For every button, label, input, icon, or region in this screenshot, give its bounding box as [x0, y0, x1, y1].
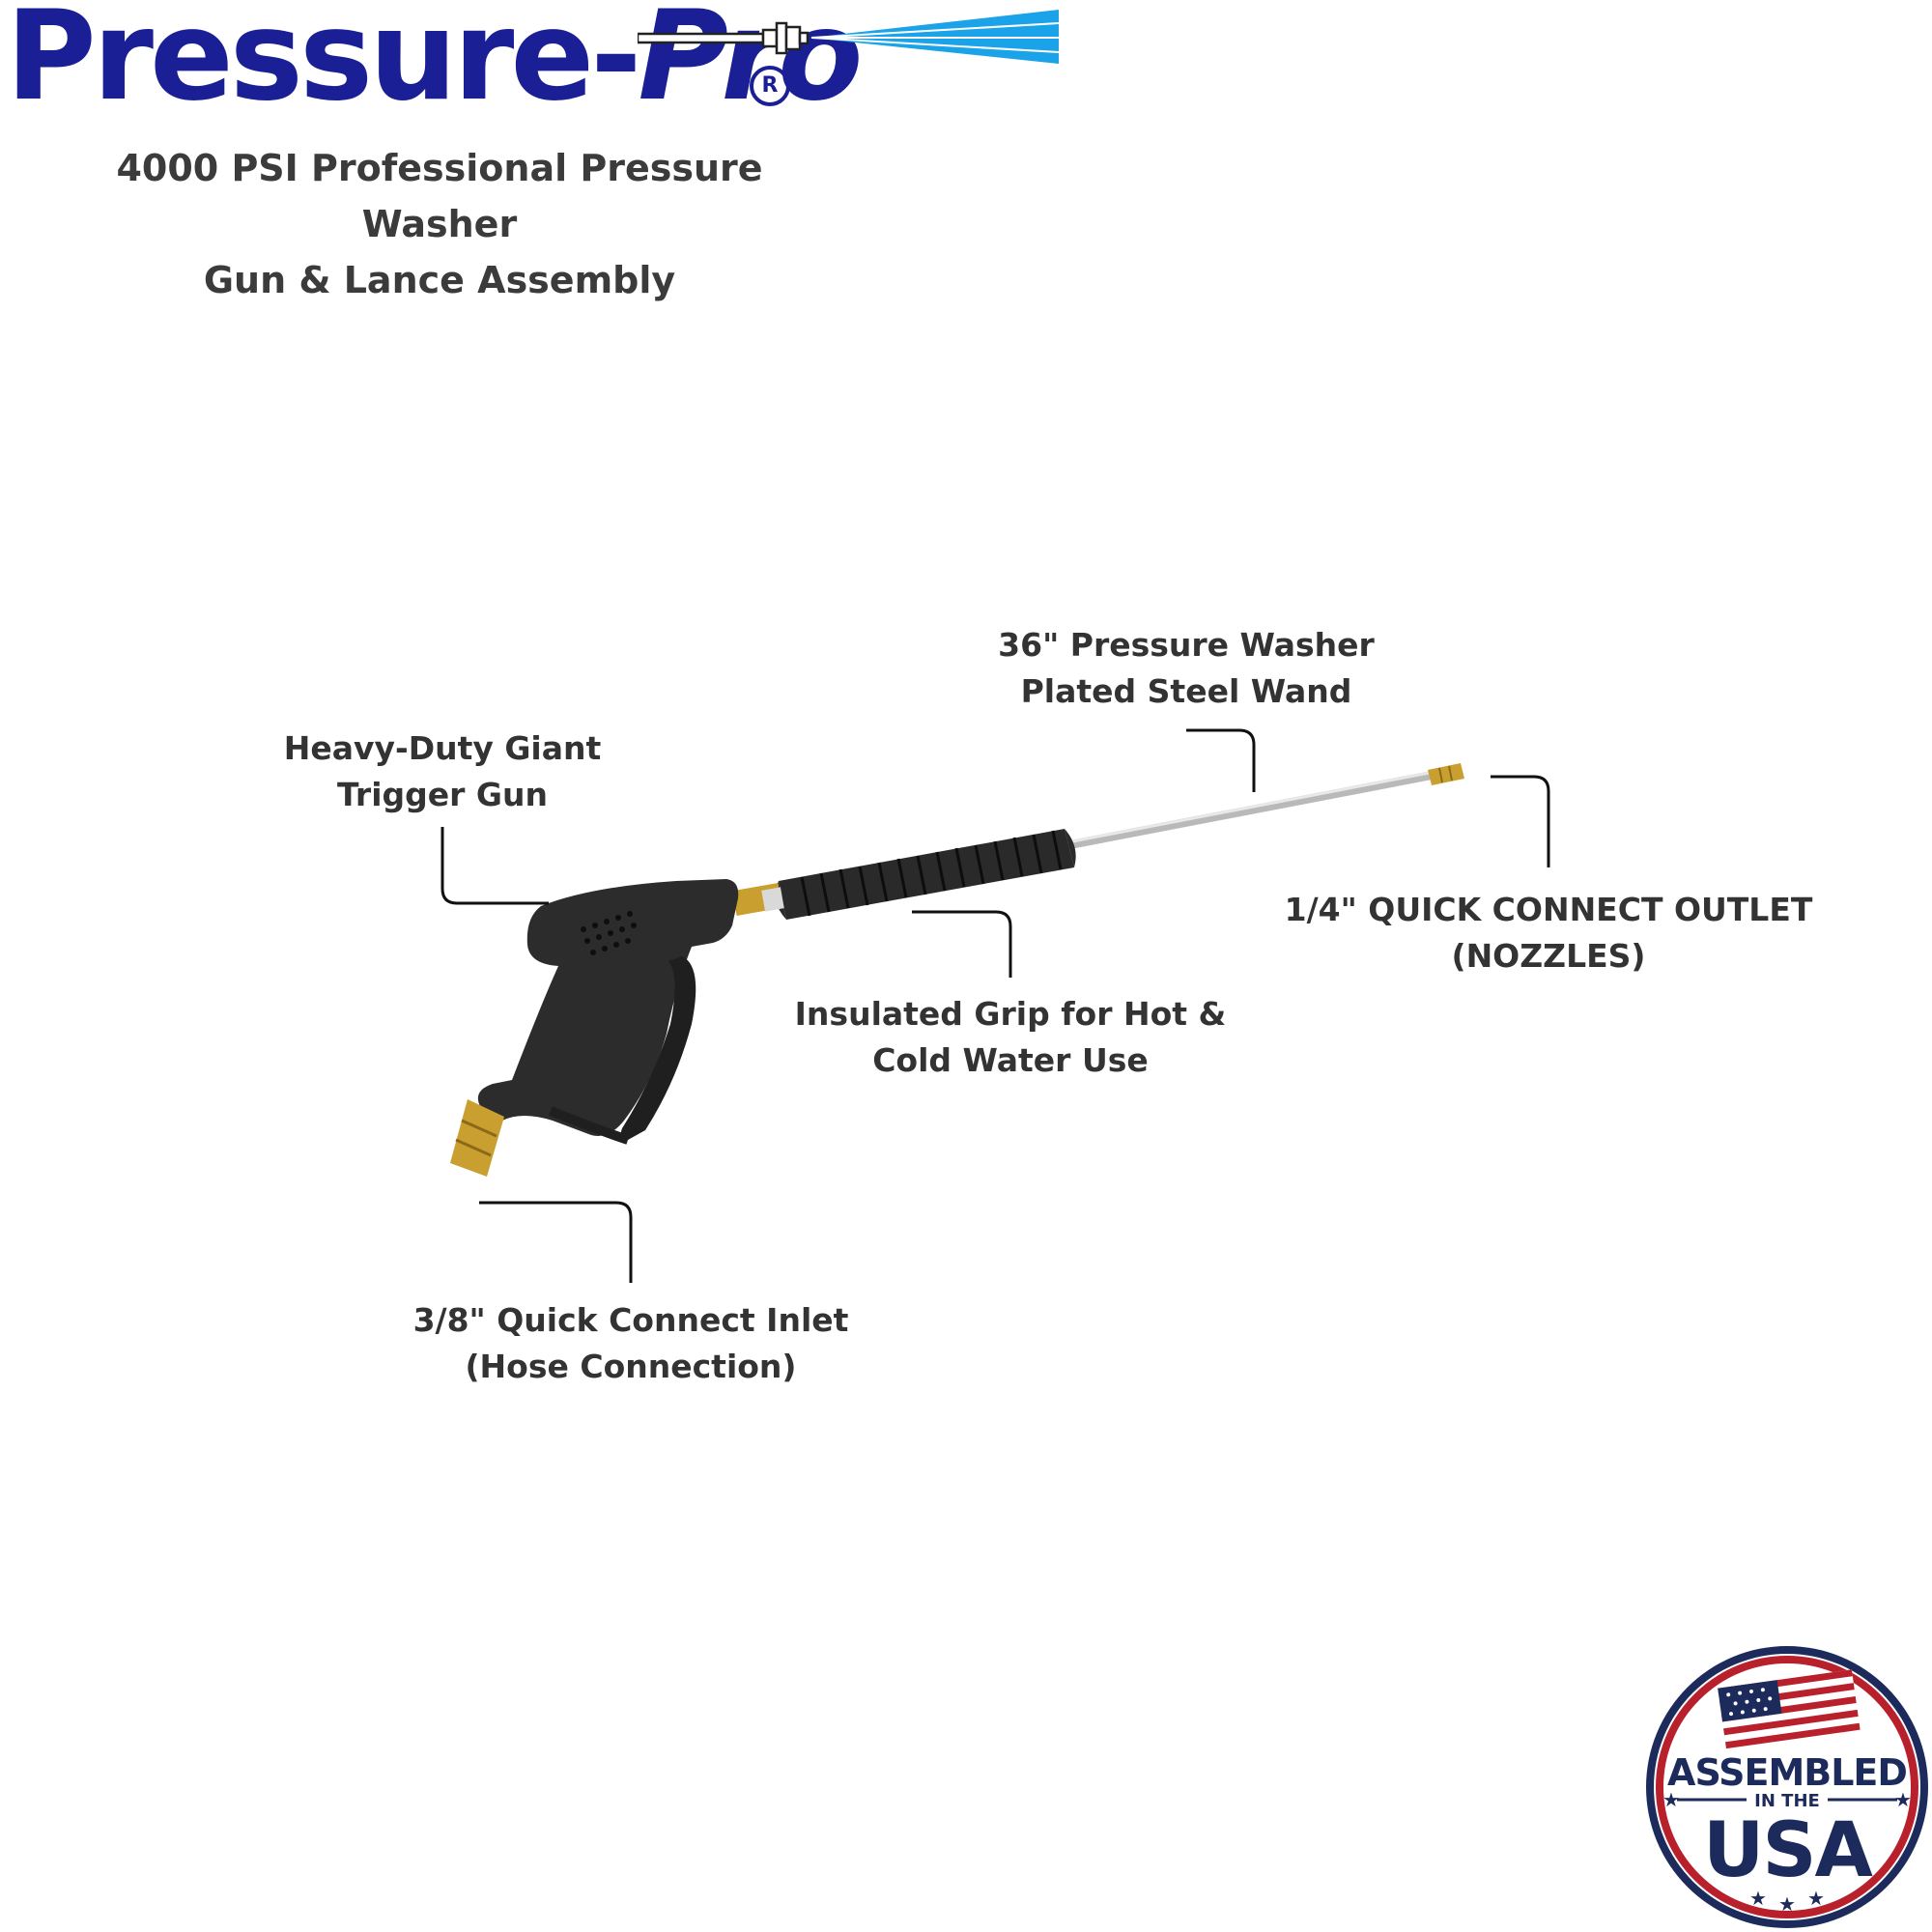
svg-text:★: ★: [1778, 1892, 1796, 1916]
inlet-callout-line1: 3/8" Quick Connect Inlet: [412, 1301, 849, 1339]
product-title: 4000 PSI Professional Pressure Washer Gu…: [39, 140, 840, 308]
svg-text:★: ★: [1662, 1788, 1680, 1811]
wand-callout-line2: Plated Steel Wand: [1020, 672, 1352, 710]
brand-logo-text: Pressure-Pro: [6, 0, 863, 131]
assembled-in-usa-badge: ASSEMBLED IN THE USA ★ ★ ★ ★ ★: [1646, 1646, 1928, 1928]
wand-callout-line: [1186, 728, 1256, 792]
trigger-callout-line2: Trigger Gun: [337, 776, 548, 813]
inlet-callout-line: [479, 1201, 633, 1283]
grip-callout-line: [912, 910, 1012, 978]
svg-text:★: ★: [1807, 1887, 1825, 1910]
product-title-line1: 4000 PSI Professional Pressure Washer: [116, 147, 763, 245]
trigger-callout-line1: Heavy-Duty Giant: [283, 729, 602, 767]
svg-text:★: ★: [1894, 1788, 1912, 1811]
wand-callout-line1: 36" Pressure Washer: [998, 626, 1375, 664]
outlet-callout-line2: (NOZZLES): [1451, 937, 1646, 975]
outlet-quick-connect-icon: [1428, 763, 1464, 785]
brand-name-part2: Pro: [638, 0, 863, 128]
badge-text-usa: USA: [1703, 1807, 1873, 1894]
inlet-callout-line2: (Hose Connection): [465, 1348, 797, 1385]
outlet-callout-label: 1/4" QUICK CONNECT OUTLET (NOZZLES): [1273, 887, 1824, 980]
logo-wand-spray-icon: [638, 10, 1060, 64]
svg-text:★: ★: [1749, 1887, 1767, 1910]
steel-wand: [1058, 768, 1449, 851]
badge-text-in-the: IN THE: [1754, 1791, 1820, 1811]
brand-name-part1: Pressure-: [6, 0, 641, 128]
trigger-callout-line: [440, 827, 549, 905]
wand-callout-label: 36" Pressure Washer Plated Steel Wand: [983, 622, 1389, 715]
gun-connector: [732, 883, 784, 916]
outlet-callout-line: [1491, 775, 1550, 867]
inlet-callout-label: 3/8" Quick Connect Inlet (Hose Connectio…: [389, 1297, 872, 1390]
badge-stars-icon: ★ ★ ★ ★ ★: [1662, 1788, 1912, 1916]
trigger-callout-label: Heavy-Duty Giant Trigger Gun: [249, 725, 636, 818]
outlet-callout-line1: 1/4" QUICK CONNECT OUTLET: [1284, 891, 1813, 928]
registered-mark-icon: R: [750, 66, 790, 106]
grip-callout-line1: Insulated Grip for Hot &: [794, 995, 1227, 1033]
grip-callout-label: Insulated Grip for Hot & Cold Water Use: [769, 991, 1252, 1084]
product-title-line2: Gun & Lance Assembly: [203, 259, 676, 301]
trigger-gun-icon: [477, 879, 739, 1145]
grip-callout-line2: Cold Water Use: [872, 1041, 1149, 1079]
usa-flag-icon: [1718, 1669, 1861, 1750]
insulated-grip-icon: [775, 829, 1076, 920]
inlet-quick-connect-icon: [450, 1099, 504, 1177]
badge-text-assembled: ASSEMBLED: [1667, 1751, 1907, 1794]
